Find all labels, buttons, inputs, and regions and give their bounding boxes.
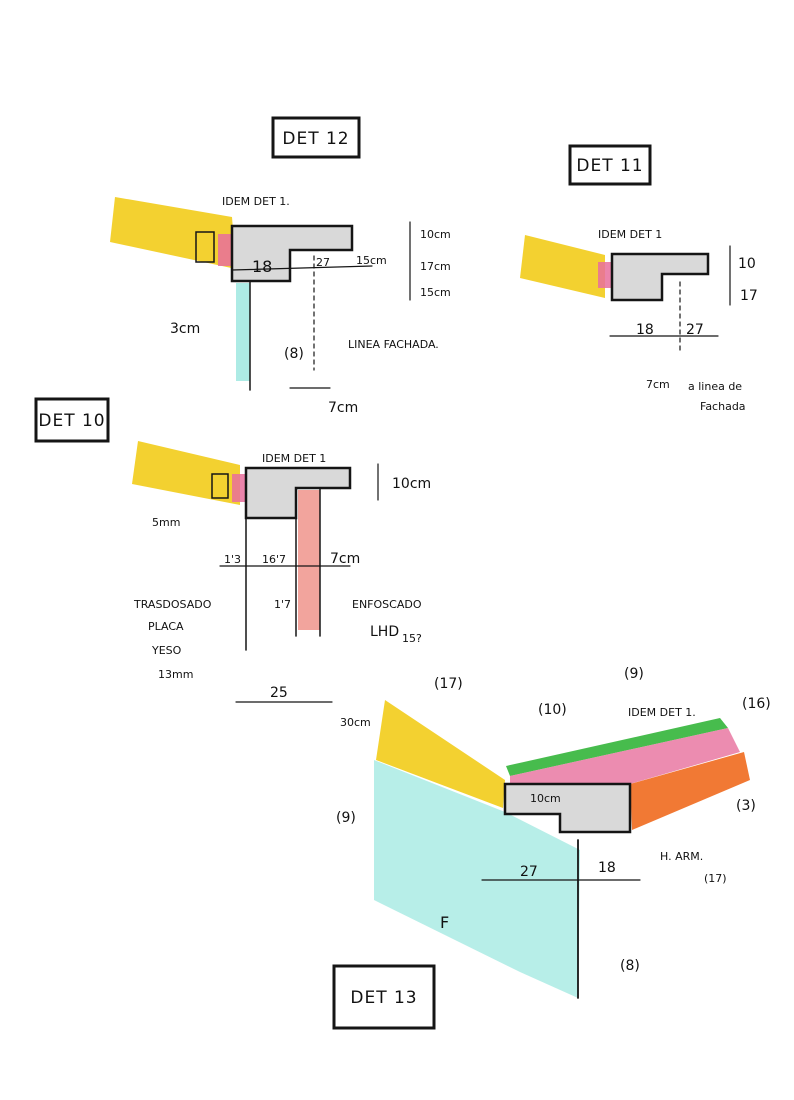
det11-dim-27: 27 — [686, 322, 704, 338]
det12-dim-27: 27 — [316, 256, 330, 269]
det13-yellow-roof — [376, 700, 505, 808]
det13-idem-note: IDEM DET 1. — [628, 706, 696, 719]
det11-dim-7: 7cm — [646, 378, 670, 391]
det13-ref-3: (3) — [736, 798, 756, 814]
det13-f-label: F — [440, 913, 449, 932]
det12-detail: DET 12 IDEM DET 1. 18 27 15cm 10cm 17cm … — [110, 116, 451, 416]
det12-dim-3: 3cm — [170, 321, 200, 337]
det13-dim-10: 10cm — [530, 792, 561, 805]
det12-idem-note: IDEM DET 1. — [222, 195, 290, 208]
det13-ref-9b: (9) — [624, 666, 644, 682]
det13-cyan-wall — [374, 760, 580, 998]
det10-anchor — [211, 473, 229, 499]
det12-dim-7: 7cm — [328, 400, 358, 416]
det12-pink-strip — [218, 234, 232, 266]
det10-dim-25: 25 — [270, 685, 288, 701]
det13-pink-layer — [510, 728, 740, 784]
det11-concrete-section — [610, 252, 710, 302]
det13-dim-18: 18 — [598, 860, 616, 876]
det10-dim-10: 10cm — [392, 476, 431, 492]
det12-ref-8: (8) — [284, 346, 304, 362]
det12-dim-15b: 15cm — [420, 286, 451, 299]
det10-dim-167: 16'7 — [262, 553, 286, 566]
det10-lhd: LHD — [370, 624, 399, 640]
det10-detail: DET 10 IDEM DET 1 10cm 5mm 1'3 16'7 7cm … — [34, 397, 431, 703]
det13-dim-30: 30cm — [340, 716, 371, 729]
det13-ref-17b: (17) — [704, 872, 727, 885]
det12-title-box — [271, 116, 361, 159]
det13-title: DET 13 — [350, 988, 417, 1008]
det11-title-box — [568, 144, 652, 186]
det13-dim-27: 27 — [520, 864, 538, 880]
det10-salmon-wall — [298, 490, 320, 630]
det10-dim-5mm: 5mm — [152, 516, 180, 529]
det12-linea-fachada: LINEA FACHADA. — [348, 338, 439, 351]
det11-title: DET 11 — [576, 156, 643, 176]
det12-title: DET 12 — [282, 129, 349, 149]
det13-ref-9a: (9) — [336, 810, 356, 826]
det13-ref-10: (10) — [538, 702, 567, 718]
det10-idem-note: IDEM DET 1 — [262, 452, 326, 465]
det11-linea-fachada-1: a linea de — [688, 380, 742, 393]
det11-dim-18: 18 — [636, 322, 654, 338]
det12-dim-15a: 15cm — [356, 254, 387, 267]
det11-linea-fachada-2: Fachada — [700, 400, 746, 413]
det10-dim-17: 1'7 — [274, 598, 291, 611]
det13-h-arm: H. ARM. — [660, 850, 703, 863]
det11-idem-note: IDEM DET 1 — [598, 228, 662, 241]
det10-trasdosado-1: TRASDOSADO — [133, 598, 212, 611]
det10-trasdosado-2: PLACA — [148, 620, 184, 633]
det13-ref-8: (8) — [620, 958, 640, 974]
det10-pink-strip — [232, 474, 246, 502]
det10-title: DET 10 — [38, 411, 105, 431]
det10-trasdosado-3: YESO — [151, 644, 182, 657]
det13-title-box — [332, 964, 436, 1030]
det13-orange-brick — [630, 752, 750, 830]
det10-title-box — [34, 397, 110, 443]
det11-detail: DET 11 IDEM DET 1 10 17 18 27 7cm a line… — [520, 144, 758, 413]
det12-anchor — [195, 231, 215, 263]
det12-cyan-facade — [236, 283, 250, 381]
det10-dim-13: 1'3 — [224, 553, 241, 566]
det13-concrete-beam — [503, 782, 632, 834]
det10-lhd-15: 15? — [402, 632, 422, 645]
det12-dim-10: 10cm — [420, 228, 451, 241]
det13-ref-17: (17) — [434, 676, 463, 692]
det12-dim-18: 18 — [252, 257, 272, 276]
det11-dim-10: 10 — [738, 256, 756, 272]
det12-concrete-section — [230, 224, 354, 283]
det10-trasdosado-4: 13mm — [158, 668, 193, 681]
det10-enfoscado: ENFOSCADO — [352, 598, 422, 611]
det13-ref-16: (16) — [742, 696, 771, 712]
det12-yellow-insulation — [110, 197, 236, 269]
det11-yellow-insulation — [520, 235, 605, 298]
det12-dim-horizontal — [231, 265, 373, 271]
det10-yellow-insulation — [132, 441, 240, 505]
det13-detail: DET 13 (17) 30cm (9) (10) (9) IDEM DET 1… — [332, 666, 771, 1030]
det11-dim-17: 17 — [740, 288, 758, 304]
det12-dim-17: 17cm — [420, 260, 451, 273]
det10-dim-7: 7cm — [330, 551, 360, 567]
det13-green-layer — [506, 718, 728, 776]
det11-pink-strip — [598, 262, 612, 288]
